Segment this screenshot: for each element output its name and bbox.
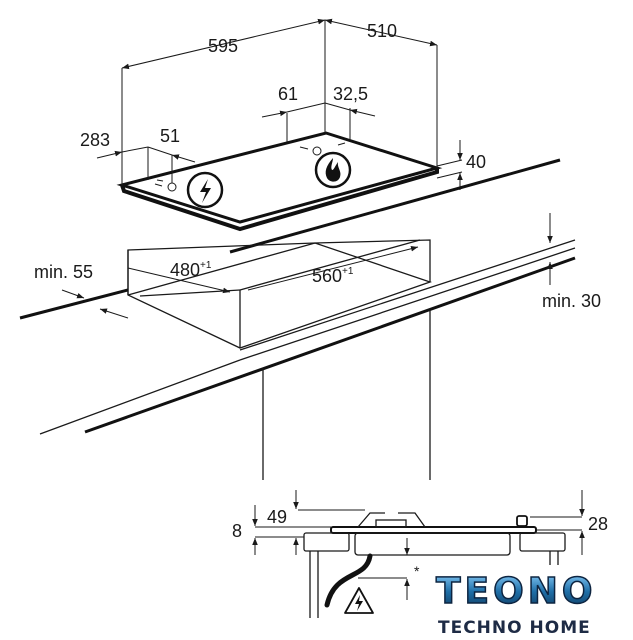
logo-title: TEONO	[436, 571, 596, 612]
teono-logo: TEONO TECHNO HOME	[435, 570, 596, 638]
width-label: 595	[208, 36, 238, 56]
cut-depth-label: 480+1	[170, 260, 212, 280]
dim-49-label: 49	[267, 507, 287, 527]
dimension-lines	[96, 18, 463, 190]
gas-flame-icon	[314, 151, 352, 189]
dim-32-5-label: 32,5	[333, 84, 368, 104]
cut-width-label: 560+1	[312, 266, 354, 286]
asterisk-note: *	[414, 563, 420, 579]
hob-top	[116, 131, 443, 232]
dimension-labels: 595 510 61 32,5 283 51 40 min. 55 480+1 …	[34, 21, 608, 579]
min-55-label: min. 55	[34, 262, 93, 282]
dim-51-label: 51	[160, 126, 180, 146]
side-section	[252, 490, 585, 618]
high-voltage-warning-icon	[344, 587, 374, 614]
dim-8-label: 8	[232, 521, 242, 541]
dim-28-label: 28	[588, 514, 608, 534]
dim-40-label: 40	[466, 152, 486, 172]
electric-zone-icon	[186, 171, 224, 209]
worktop	[19, 158, 576, 480]
depth-label: 510	[367, 21, 397, 41]
logo-subtitle: TECHNO HOME	[438, 618, 591, 638]
dim-283-label: 283	[80, 130, 110, 150]
min-30-label: min. 30	[542, 291, 601, 311]
dim-61-label: 61	[278, 84, 298, 104]
